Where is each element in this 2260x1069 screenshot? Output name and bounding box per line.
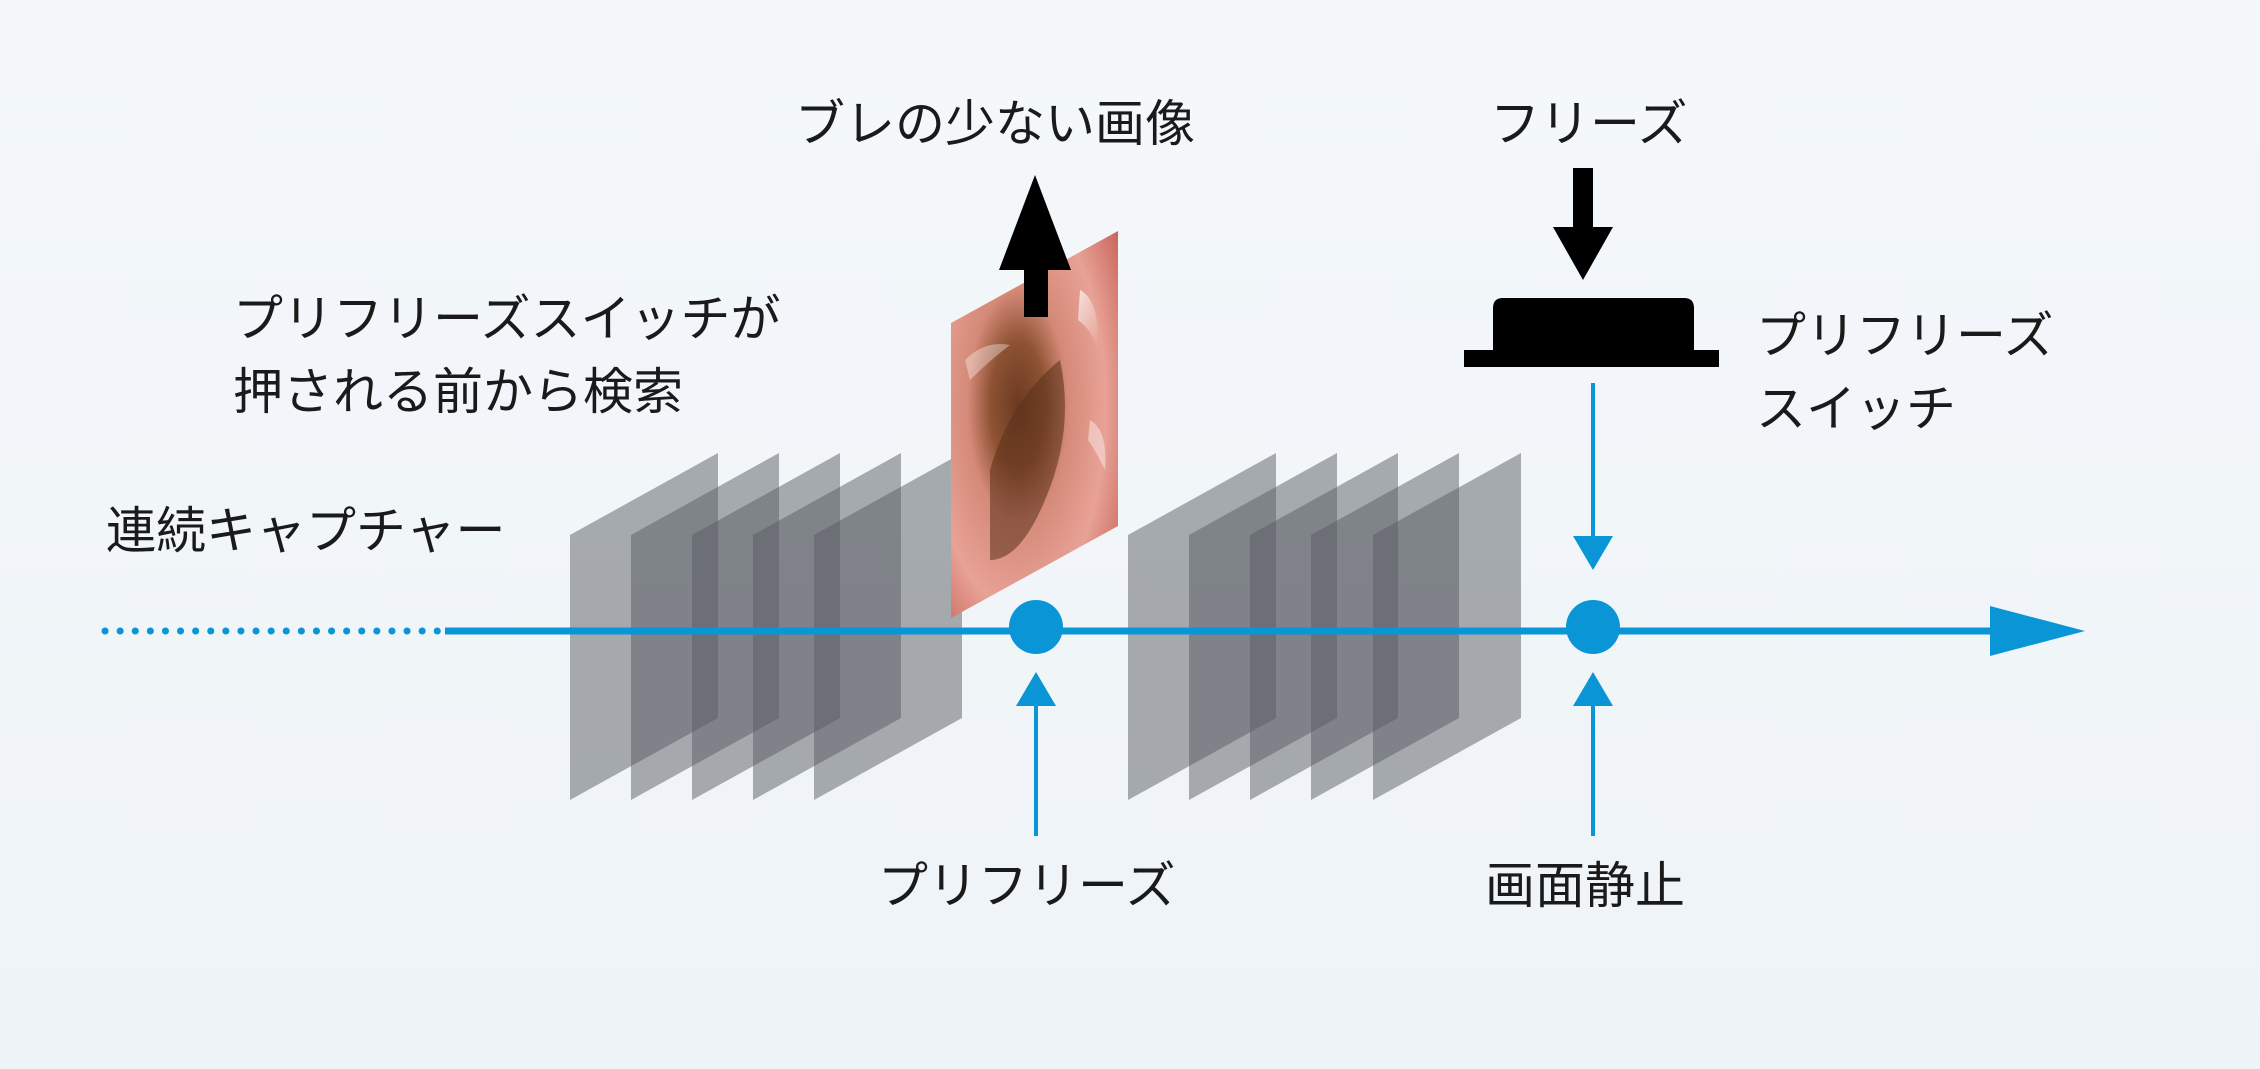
label-search-line2: 押される前から検索 — [233, 363, 683, 421]
frame-group-after — [1128, 453, 1521, 800]
label-continuous-capture: 連続キャプチャー — [106, 502, 506, 560]
label-low-blur-image: ブレの少ない画像 — [795, 95, 1195, 153]
timeline-arrowhead — [1990, 606, 2085, 656]
selected-image — [951, 231, 1118, 618]
prefreeze-pointer-arrow — [1016, 672, 1056, 836]
label-prefreeze: プリフリーズ — [878, 857, 1176, 915]
push-button-icon — [1464, 298, 1719, 367]
captured-frame — [1373, 453, 1521, 800]
switch-to-timeline-arrow — [1573, 383, 1613, 570]
freeze-point — [1566, 600, 1620, 654]
still-pointer-arrow — [1573, 672, 1613, 836]
output-arrow-up — [999, 175, 1071, 317]
freeze-arrow-down — [1553, 168, 1613, 280]
captured-frame — [814, 453, 962, 800]
label-switch-line1: プリフリーズ — [1756, 307, 2054, 365]
label-screen-still: 画面静止 — [1485, 857, 1685, 915]
label-freeze: フリーズ — [1490, 95, 1688, 153]
label-switch-line2: スイッチ — [1756, 380, 1956, 438]
frame-group-before — [570, 453, 962, 800]
prefreeze-point — [1009, 600, 1063, 654]
label-search-line1: プリフリーズスイッチが — [233, 290, 781, 348]
